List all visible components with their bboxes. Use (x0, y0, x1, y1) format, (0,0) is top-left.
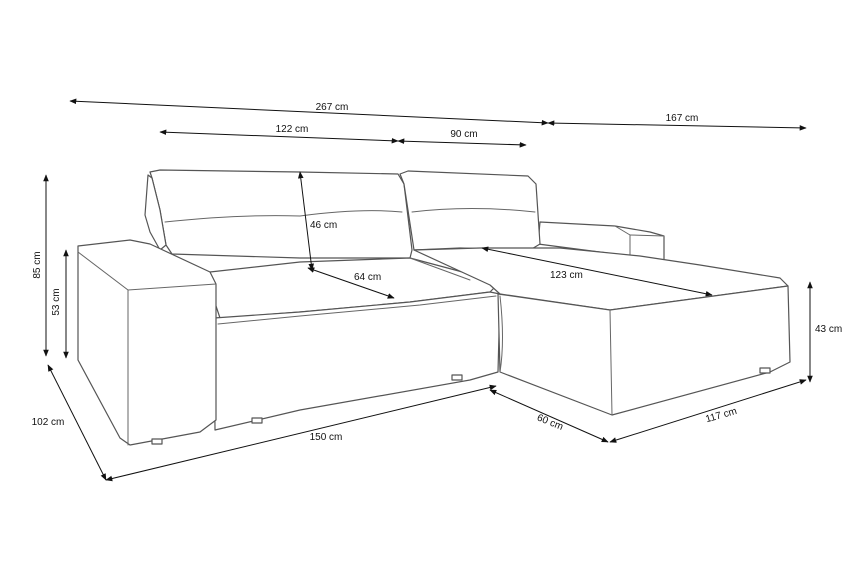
back-frame-left (144, 174, 167, 251)
chaise-base (497, 285, 791, 416)
dim-123 (481, 246, 713, 297)
label-total-depth: 102 cm (32, 417, 65, 428)
dim-64 (307, 267, 395, 299)
dim-117 (609, 379, 807, 443)
dim-150 (105, 384, 497, 482)
label-chaise-width: 167 cm (666, 113, 699, 124)
dim-102 (47, 364, 107, 481)
label-total-width: 267 cm (316, 102, 349, 113)
label-seat-depth: 64 cm (354, 272, 381, 283)
dim-46 (297, 171, 315, 271)
label-back-height: 46 cm (310, 220, 337, 231)
label-back-right: 90 cm (450, 129, 477, 140)
left-armrest (77, 239, 217, 446)
foot (759, 367, 771, 374)
label-chaise-front: 60 cm (535, 412, 564, 432)
label-arm-height: 53 cm (51, 288, 62, 315)
left-back-cushion (149, 169, 413, 259)
foot (151, 438, 163, 445)
dim-90 (397, 138, 527, 148)
label-chaise-side: 117 cm (704, 406, 738, 425)
dim-60 (489, 389, 609, 443)
foot (451, 374, 463, 381)
label-chaise-seat: 123 cm (550, 270, 583, 281)
label-back-left: 122 cm (276, 124, 309, 135)
sofa-outline (77, 169, 791, 446)
foot (251, 417, 263, 424)
label-total-height: 85 cm (32, 251, 43, 278)
label-chaise-height: 43 cm (815, 324, 842, 335)
dimension-lines (43, 98, 813, 482)
label-front-length: 150 cm (310, 432, 343, 443)
dim-122 (159, 129, 399, 144)
dim-167 (547, 120, 807, 131)
dim-267 (69, 98, 549, 126)
